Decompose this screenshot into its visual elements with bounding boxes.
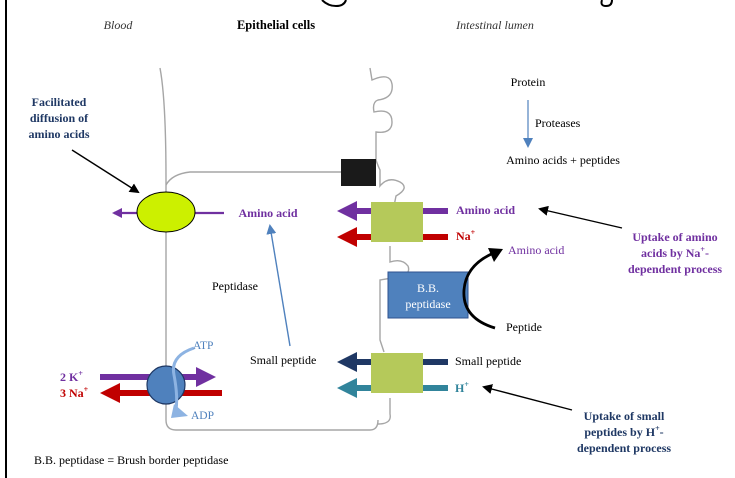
annotation-uptake-na-line1: Uptake of amino — [632, 230, 717, 244]
label-amino-acid-lumen: Amino acid — [456, 203, 515, 217]
basolateral-membrane — [159, 67, 379, 431]
bb-peptidase-line2: peptidase — [405, 297, 450, 311]
atp-hydrolysis-arrowhead — [171, 404, 188, 418]
label-peptide: Peptide — [506, 320, 542, 334]
annotation-facilitated-line1: Facilitated — [32, 95, 87, 109]
annotation-uptake-na-arrow — [538, 205, 623, 229]
annotation-uptake-h-line1: Uptake of small — [584, 409, 665, 423]
label-h-ion: H+ — [455, 380, 469, 395]
annotation-uptake-na-line2: acids by Na+- — [641, 245, 709, 260]
label-atp: ATP — [193, 340, 213, 352]
aa-uptake-arrowhead — [337, 201, 357, 221]
footnote: B.B. peptidase = Brush border peptidase — [34, 453, 228, 467]
label-na-ion: Na+ — [456, 228, 476, 243]
bb-peptidase-line1: B.B. — [417, 281, 439, 295]
label-proteases: Proteases — [535, 116, 581, 130]
title-fragment — [321, 0, 347, 8]
annotation-facilitated-line3: amino acids — [28, 127, 89, 141]
annotation-uptake-na-line3: dependent process — [628, 262, 722, 276]
title-fragment — [600, 0, 613, 8]
tight-junction-block — [341, 159, 376, 186]
h-uptake-arrowhead — [337, 378, 357, 398]
na-uptake-arrowhead — [337, 227, 357, 247]
bb-peptidase-curve-arrowhead — [488, 248, 503, 262]
label-amino-acids-peptides: Amino acids + peptides — [506, 153, 620, 167]
peptide-uptake-arrowhead — [337, 352, 357, 372]
label-amino-acid-inside: Amino acid — [238, 206, 297, 220]
label-amino-acid-product: Amino acid — [508, 243, 564, 257]
bb-peptidase-curve-arrow — [462, 250, 497, 330]
label-k-ions: 2 K+ — [60, 369, 83, 384]
annotation-facilitated-line2: diffusion of — [30, 111, 89, 125]
peptidase-arrow — [266, 224, 291, 347]
header-epithelial: Epithelial cells — [237, 18, 315, 32]
na-cotransporter-square — [371, 202, 423, 242]
lateral-membrane-top — [165, 171, 344, 186]
k-in-arrowhead — [196, 367, 216, 387]
label-peptidase: Peptidase — [212, 279, 258, 293]
atp-hydrolysis-arrow — [171, 346, 195, 411]
label-small-peptide-lumen: Small peptide — [455, 354, 521, 368]
annotation-facilitated-arrow — [71, 149, 140, 194]
facilitated-channel-ellipse — [136, 191, 196, 233]
annotation-uptake-h-line2: peptides by H+- — [584, 424, 663, 439]
label-protein: Protein — [511, 75, 546, 89]
bb-peptidase-box — [387, 271, 469, 319]
header-lumen: Intestinal lumen — [455, 18, 534, 32]
header-blood: Blood — [104, 18, 134, 32]
annotation-uptake-h-line3: dependent process — [577, 441, 671, 455]
label-small-peptide-inside: Small peptide — [250, 353, 316, 367]
label-adp: ADP — [191, 410, 214, 422]
na-k-pump-circle — [146, 365, 186, 405]
annotation-uptake-h-arrow — [482, 384, 573, 411]
na-out-arrowhead — [100, 383, 120, 403]
h-cotransporter-square — [371, 353, 423, 393]
label-na-ions: 3 Na+ — [60, 385, 89, 400]
